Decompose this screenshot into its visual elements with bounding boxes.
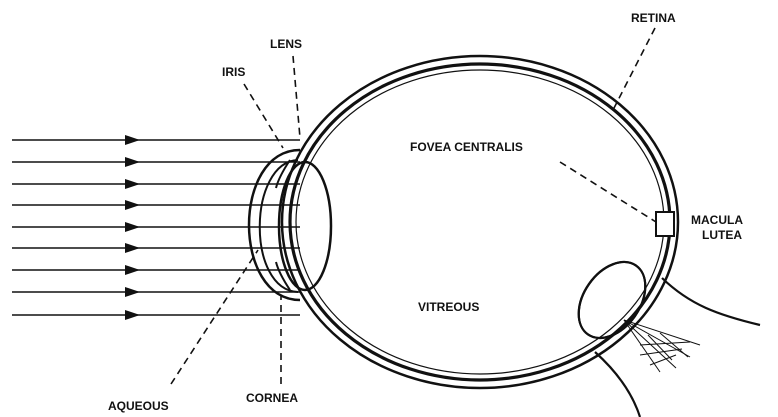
light-ray (12, 310, 300, 320)
light-ray (12, 200, 300, 210)
light-ray (12, 222, 300, 232)
label-aqueous: AQUEOUS (108, 399, 169, 413)
choroid (290, 64, 670, 380)
light-rays (12, 135, 300, 320)
label-cornea: CORNEA (246, 391, 298, 405)
lens (279, 162, 331, 290)
light-ray (12, 157, 300, 167)
macula-lutea-box (656, 212, 674, 236)
label-fovea-centralis: FOVEA CENTRALIS (410, 140, 523, 154)
retina-layer (296, 70, 664, 374)
label-retina: RETINA (631, 11, 676, 25)
label-lens: LENS (270, 37, 302, 51)
light-ray (12, 287, 300, 297)
optic-nerve-fibers (624, 320, 700, 372)
iris-leader (244, 84, 283, 148)
label-lutea: LUTEA (702, 228, 742, 242)
light-ray (12, 135, 300, 145)
lens-leader (293, 56, 300, 138)
label-macula: MACULA (691, 213, 743, 227)
optic-nerve (565, 250, 760, 417)
retina-leader (612, 28, 655, 112)
label-vitreous: VITREOUS (418, 300, 479, 314)
eyeball (282, 56, 678, 388)
fovea-leader (560, 162, 656, 222)
label-iris: IRIS (222, 65, 245, 79)
sclera (282, 56, 678, 388)
